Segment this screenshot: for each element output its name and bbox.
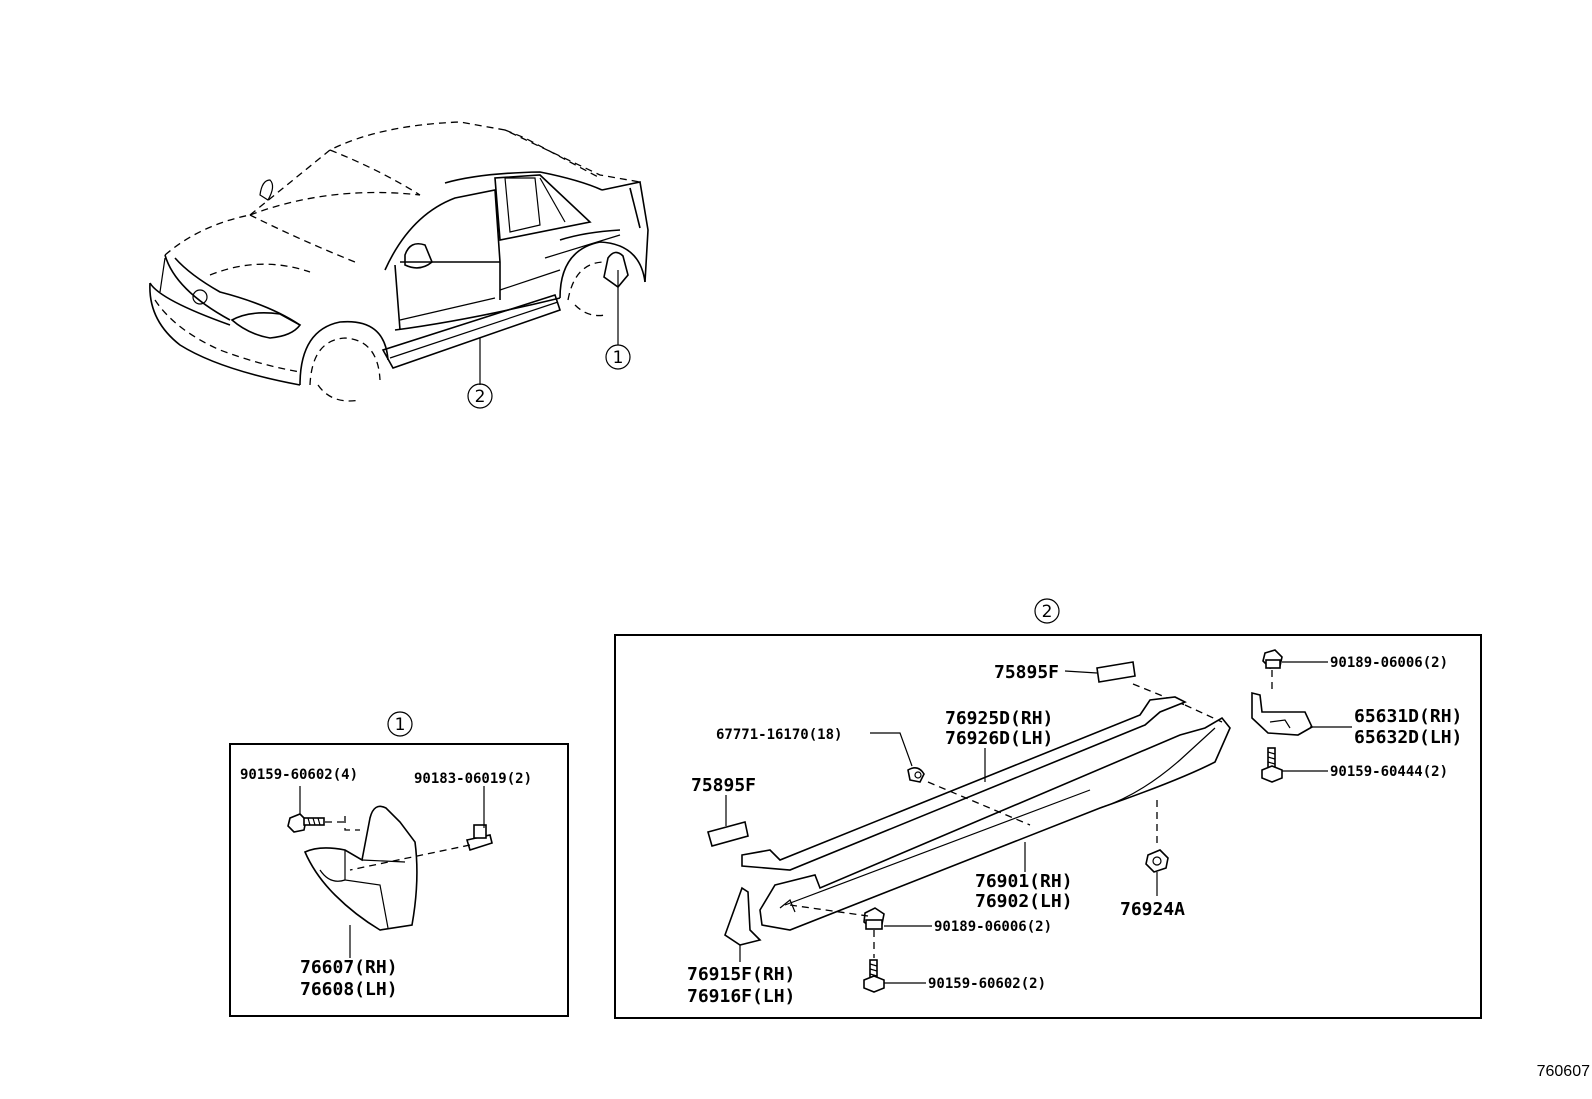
side-skirt-assembly	[707, 649, 1352, 993]
callout-2-header: 2	[1034, 598, 1060, 624]
spacer-left-label: 75895F	[691, 775, 756, 796]
svg-text:1: 1	[613, 348, 624, 368]
moulding-lh-label: 76926D(LH)	[945, 728, 1053, 749]
diagram-code: 760607	[1537, 1063, 1590, 1080]
nut-bottom-label: 90189-06006(2)	[934, 919, 1052, 935]
svg-text:2: 2	[475, 387, 486, 407]
skirt-rh-label: 76901(RH)	[975, 871, 1073, 892]
nut-top-label: 90189-06006(2)	[1330, 655, 1448, 671]
mudguard-rh-label: 76607(RH)	[300, 957, 398, 978]
svg-text:1: 1	[395, 715, 406, 735]
bolt-bottom-label: 90159-60602(2)	[928, 976, 1046, 992]
clip-icon	[465, 824, 493, 852]
bolt-icon	[287, 813, 325, 833]
callout-2-car: 2	[467, 383, 493, 409]
end-lh-label: 76916F(LH)	[687, 986, 795, 1007]
bracket-lh-label: 65632D(LH)	[1354, 727, 1462, 748]
bolt-bottom-icon	[863, 959, 885, 993]
end-rh-label: 76915F(RH)	[687, 964, 795, 985]
nut-top-icon	[1262, 649, 1283, 669]
spacer-top-label: 75895F	[994, 662, 1059, 683]
clip-label: 90183-06019(2)	[414, 771, 532, 787]
car-illustration	[149, 121, 649, 402]
svg-text:2: 2	[1042, 602, 1053, 622]
bolt-right-icon	[1261, 747, 1283, 783]
nut-center-label: 76924A	[1120, 899, 1185, 920]
callout-1-car: 1	[605, 344, 631, 370]
group-1-box	[229, 743, 569, 1017]
bolt-right-label: 90159-60444(2)	[1330, 764, 1448, 780]
group-2-box	[614, 634, 1482, 1019]
mudguard-lh-label: 76608(LH)	[300, 979, 398, 1000]
bolt-label: 90159-60602(4)	[240, 767, 358, 783]
bracket-icon	[1251, 691, 1314, 736]
nut-bottom-icon	[863, 907, 885, 930]
clip-screw-icon	[907, 766, 925, 783]
clip-screw-label: 67771-16170(18)	[716, 727, 842, 743]
bracket-rh-label: 65631D(RH)	[1354, 706, 1462, 727]
callout-1-header: 1	[387, 711, 413, 737]
skirt-lh-label: 76902(LH)	[975, 891, 1073, 912]
mudguard-assembly	[287, 786, 493, 958]
nut-icon	[1145, 849, 1169, 873]
moulding-rh-label: 76925D(RH)	[945, 708, 1053, 729]
